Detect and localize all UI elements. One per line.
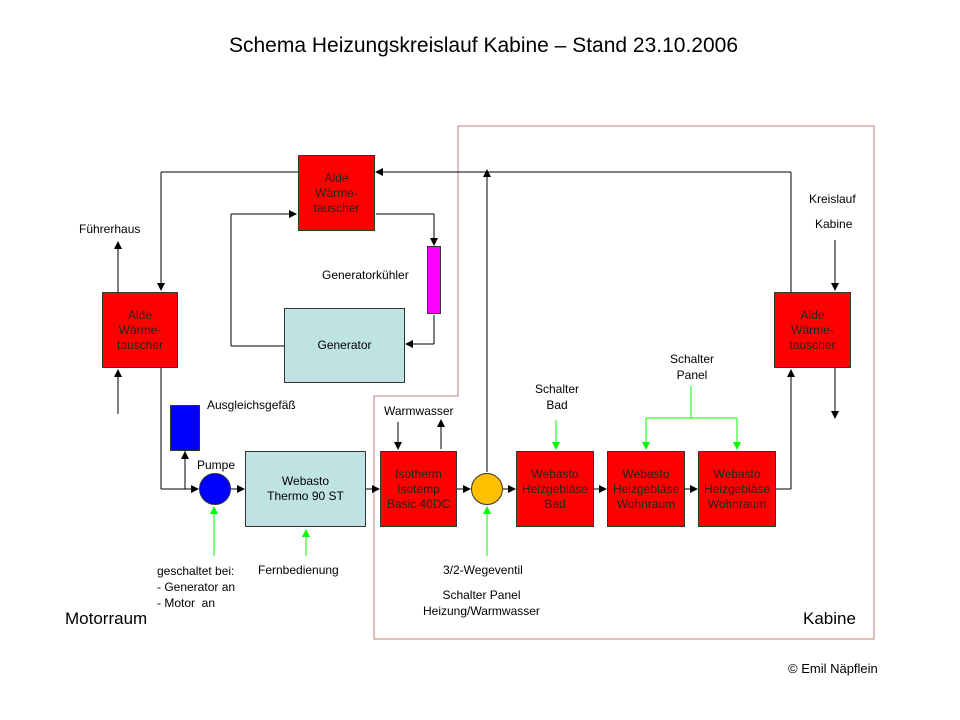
label-schalter-panel-heizung: Schalter Panel Heizung/Warmwasser bbox=[423, 588, 540, 618]
diagram-title: Schema Heizungskreislauf Kabine – Stand … bbox=[229, 34, 739, 57]
label-motorraum: Motorraum bbox=[65, 609, 148, 628]
label-schalter-panel: Schalter Panel bbox=[670, 352, 715, 382]
label-kabine-circuit: Kabine bbox=[815, 217, 853, 231]
label-fernbedienung: Fernbedienung bbox=[258, 563, 339, 577]
label-fuehrerhaus: Führerhaus bbox=[79, 222, 141, 236]
label-warmwasser: Warmwasser bbox=[384, 404, 454, 418]
generator-cooler bbox=[427, 246, 441, 314]
heater-wohnraum-box-1: Webasto Heizgebläse Wohnraum bbox=[607, 451, 685, 527]
heater-wohnraum-box-2: Webasto Heizgebläse Wohnraum bbox=[698, 451, 776, 527]
alde-heat-exchanger-left: Alde Wärme- tauscher bbox=[102, 292, 178, 368]
alde-heat-exchanger-right: Alde Wärme- tauscher bbox=[774, 292, 851, 368]
label-kabine: Kabine bbox=[803, 609, 856, 628]
heater-bad-box: Webasto Heizgebläse Bad bbox=[516, 451, 594, 527]
expansion-tank bbox=[170, 405, 200, 451]
label-kreislauf: Kreislauf bbox=[809, 192, 856, 206]
label-geschaltet: geschaltet bei: - Generator an - Motor a… bbox=[157, 564, 236, 610]
pump-icon bbox=[199, 473, 231, 505]
label-ausgleichsgefaess: Ausgleichsgefäß bbox=[207, 398, 296, 412]
label-generatorkuehler: Generatorkühler bbox=[322, 268, 409, 282]
label-pumpe: Pumpe bbox=[197, 458, 236, 472]
webasto-thermo-box: Webasto Thermo 90 ST bbox=[245, 451, 366, 527]
label-wegeventil: 3/2-Wegeventil bbox=[443, 563, 523, 577]
copyright: © Emil Näpflein bbox=[788, 661, 878, 676]
isotherm-boiler-box: Isotherm Isotemp Basic 40DC bbox=[380, 451, 457, 527]
alde-heat-exchanger-top: Alde Wärme- tauscher bbox=[298, 155, 375, 231]
generator-box: Generator bbox=[284, 308, 405, 383]
valve-icon bbox=[471, 473, 503, 505]
cabin-region-border bbox=[373, 125, 875, 640]
label-schalter-bad: Schalter Bad bbox=[535, 382, 580, 412]
